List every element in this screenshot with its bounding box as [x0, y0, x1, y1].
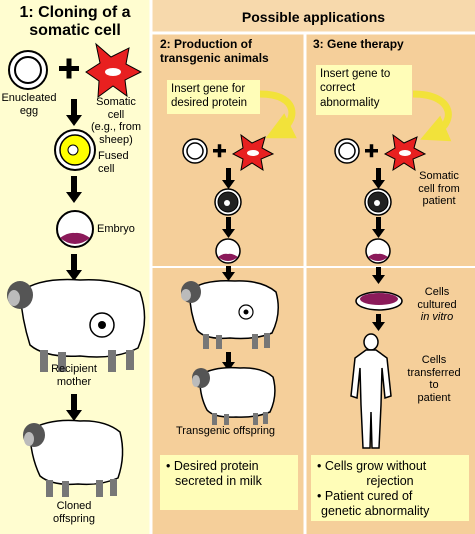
section2-title: 2: Production of transgenic animals	[160, 37, 269, 65]
arrow-down-icon	[222, 168, 235, 189]
embryo-label: Embryo	[97, 223, 135, 235]
insert-gene-curved-arrow	[412, 90, 452, 142]
egg-icon	[334, 138, 360, 164]
somatic-cell-from-patient-label: Somatic cell from patient	[418, 170, 460, 208]
cloned-offspring-sheep-icon	[23, 419, 124, 497]
fused-cell-label: Fused cell	[98, 150, 129, 175]
embryo-icon	[215, 238, 241, 264]
embryo-icon	[365, 238, 391, 264]
arrow-down-icon	[66, 176, 82, 203]
transgenic-offspring-label: Transgenic offspring	[176, 425, 276, 437]
section3-title: 3: Gene therapy	[313, 37, 404, 51]
applications-header: Possible applications	[241, 9, 386, 25]
arrow-down-icon	[372, 267, 385, 284]
somatic-cell-icon	[85, 42, 143, 99]
section2-result-box: • Desired protein secreted in milk	[160, 455, 298, 510]
section3-result-box: • Cells grow without rejection • Patient…	[311, 455, 469, 521]
arrow-down-icon	[222, 266, 235, 281]
insert-gene-curved-arrow	[259, 90, 297, 139]
cells-transferred-label: Cells transferred to patient	[407, 354, 461, 404]
plus-icon	[365, 144, 378, 158]
embryo-icon	[56, 210, 94, 248]
cells-cultured-label: Cells cultured in vitro	[417, 286, 457, 324]
fused-cell-icon	[364, 188, 392, 216]
section1-title: 1: Cloning of a somatic cell	[19, 4, 131, 40]
fused-cell-icon	[214, 188, 242, 216]
recipient-mother-sheep-icon	[7, 278, 146, 372]
plus-icon	[59, 58, 79, 79]
enucleated-egg-label: Enucleated egg	[1, 92, 57, 117]
enucleated-egg-icon	[8, 50, 48, 90]
arrow-down-icon	[66, 254, 82, 281]
arrow-down-icon	[66, 394, 82, 421]
arrow-down-icon	[222, 217, 235, 238]
applications-header-bg	[150, 0, 475, 33]
arrow-down-icon	[372, 217, 385, 238]
egg-icon	[182, 138, 208, 164]
cloned-offspring-label: Cloned offspring	[53, 500, 95, 525]
recipient-mother-label: Recipient mother	[51, 363, 97, 388]
insert-gene-box: Insert gene to correct abnormality	[316, 65, 412, 115]
plus-icon	[213, 144, 226, 158]
somatic-cell-icon	[231, 133, 275, 172]
fused-cell-icon	[54, 129, 96, 171]
somatic-cell-icon	[383, 133, 427, 172]
recipient-sheep-icon	[181, 279, 279, 349]
somatic-cell-label: Somatic cell (e.g., from sheep)	[90, 96, 142, 146]
insert-gene-box: Insert gene for desired protein	[167, 80, 260, 114]
patient-figure-icon	[350, 333, 392, 449]
arrow-down-icon	[66, 99, 82, 126]
arrow-down-icon	[222, 352, 235, 371]
arrow-down-icon	[372, 168, 385, 189]
transgenic-offspring-sheep-icon	[192, 366, 276, 425]
arrow-down-icon	[372, 314, 385, 331]
culture-dish-icon	[355, 291, 403, 311]
